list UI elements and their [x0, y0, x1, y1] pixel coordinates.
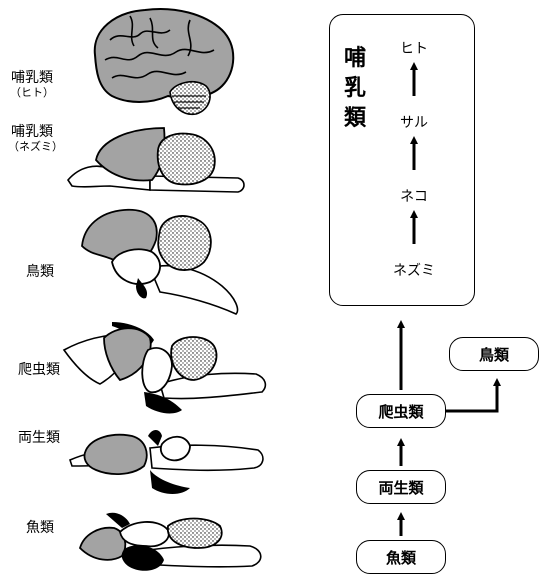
human-brain-drawing [93, 8, 235, 116]
stage-human: ヒト [400, 41, 428, 57]
label-bird: 鳥類 [20, 264, 60, 280]
box-reptile: 爬虫類 [356, 394, 446, 428]
mouse-brain-drawing [66, 127, 245, 193]
mammal-group-box [329, 14, 475, 306]
stage-monkey: サル [400, 115, 428, 131]
fish-brain-drawing [78, 512, 262, 571]
label-mammal-human-sub: （ヒト） [10, 86, 54, 99]
box-amphibian: 両生類 [356, 470, 446, 504]
amphibian-brain-drawing [69, 430, 264, 494]
label-mammal-mouse: 哺乳類 （ネズミ） [8, 124, 63, 153]
stage-mouse: ネズミ [393, 263, 435, 279]
reptile-brain-drawing [62, 322, 267, 414]
label-reptile-text: 爬虫類 [18, 362, 60, 378]
box-bird: 鳥類 [449, 337, 539, 371]
label-amphibian: 両生類 [14, 430, 64, 446]
label-fish-text: 魚類 [26, 520, 54, 536]
label-fish: 魚類 [20, 520, 60, 536]
mammal-group-title-text: 哺乳類 [344, 46, 367, 131]
mammal-group-title: 哺乳類 [341, 44, 369, 134]
label-mammal-human-main: 哺乳類 [11, 70, 53, 86]
label-amphibian-text: 両生類 [18, 430, 60, 446]
label-mammal-human: 哺乳類 （ヒト） [8, 70, 56, 99]
label-mammal-mouse-main: 哺乳類 [11, 124, 53, 140]
label-mammal-mouse-sub: （ネズミ） [8, 140, 63, 153]
arrow-reptile-to-bird [446, 378, 501, 413]
box-fish: 魚類 [356, 540, 446, 574]
label-bird-text: 鳥類 [26, 264, 54, 280]
stage-cat: ネコ [400, 189, 428, 205]
label-reptile: 爬虫類 [14, 362, 64, 378]
bird-brain-drawing [81, 208, 239, 315]
